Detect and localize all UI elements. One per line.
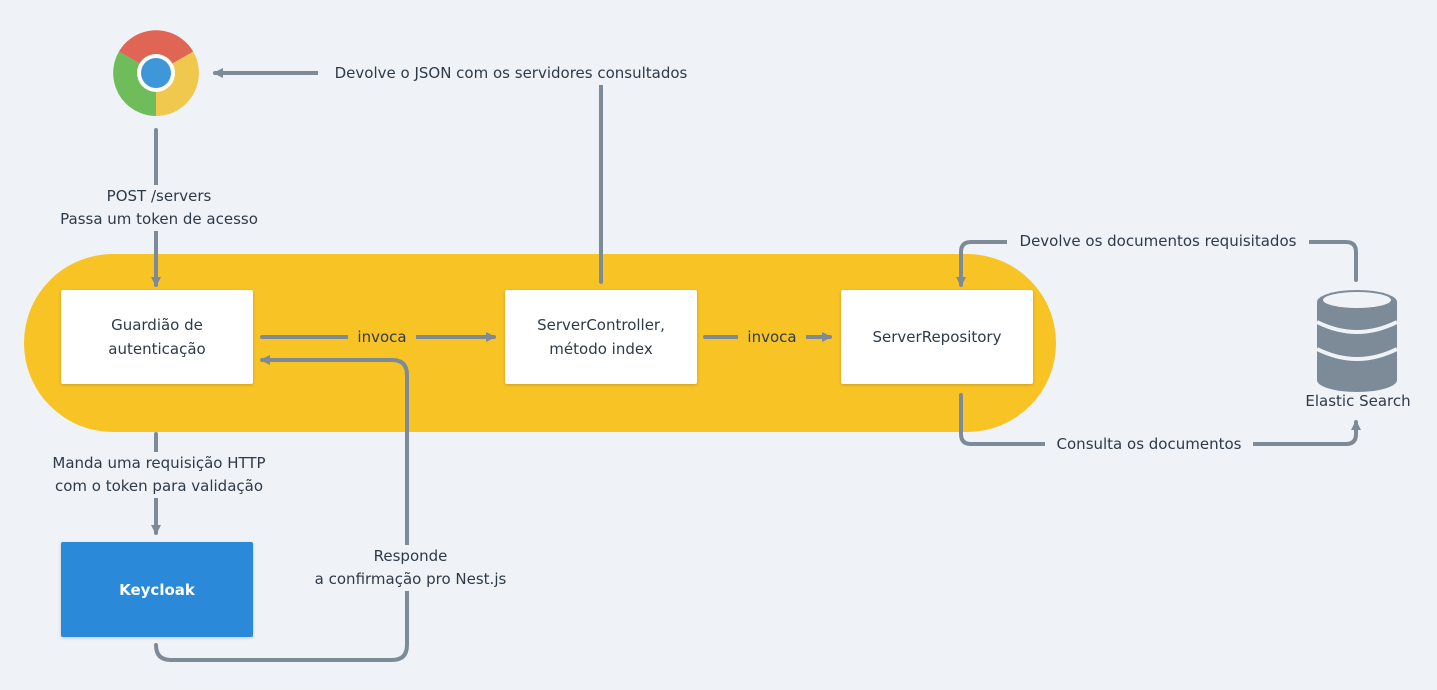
server-repository-node: ServerRepository (841, 290, 1033, 384)
database-icon (1316, 290, 1398, 392)
edge-label-confirmation: Responde a confirmação pro Nest.js (295, 545, 526, 591)
edge-label-invoke-1: invoca (348, 326, 416, 349)
edge-label-returns-docs: Devolve os documentos requisitados (1007, 230, 1309, 253)
edge-label-post-servers: POST /servers Passa um token de acesso (41, 185, 277, 231)
edge-label-returns-json: Devolve o JSON com os servidores consult… (318, 62, 704, 85)
edge-label-http-request: Manda uma requisição HTTP com o token pa… (26, 452, 292, 498)
edge-label-query-docs: Consulta os documentos (1045, 433, 1253, 456)
server-controller-node: ServerController, método index (505, 290, 697, 384)
guard-node: Guardião de autenticação (61, 290, 253, 384)
edge-label-invoke-2: invoca (738, 326, 806, 349)
elastic-search-label: Elastic Search (1305, 392, 1411, 410)
chrome-browser-icon (113, 30, 199, 116)
edge-confirmation (154, 355, 409, 662)
keycloak-node: Keycloak (61, 542, 253, 637)
edge-returns-json (213, 68, 603, 284)
